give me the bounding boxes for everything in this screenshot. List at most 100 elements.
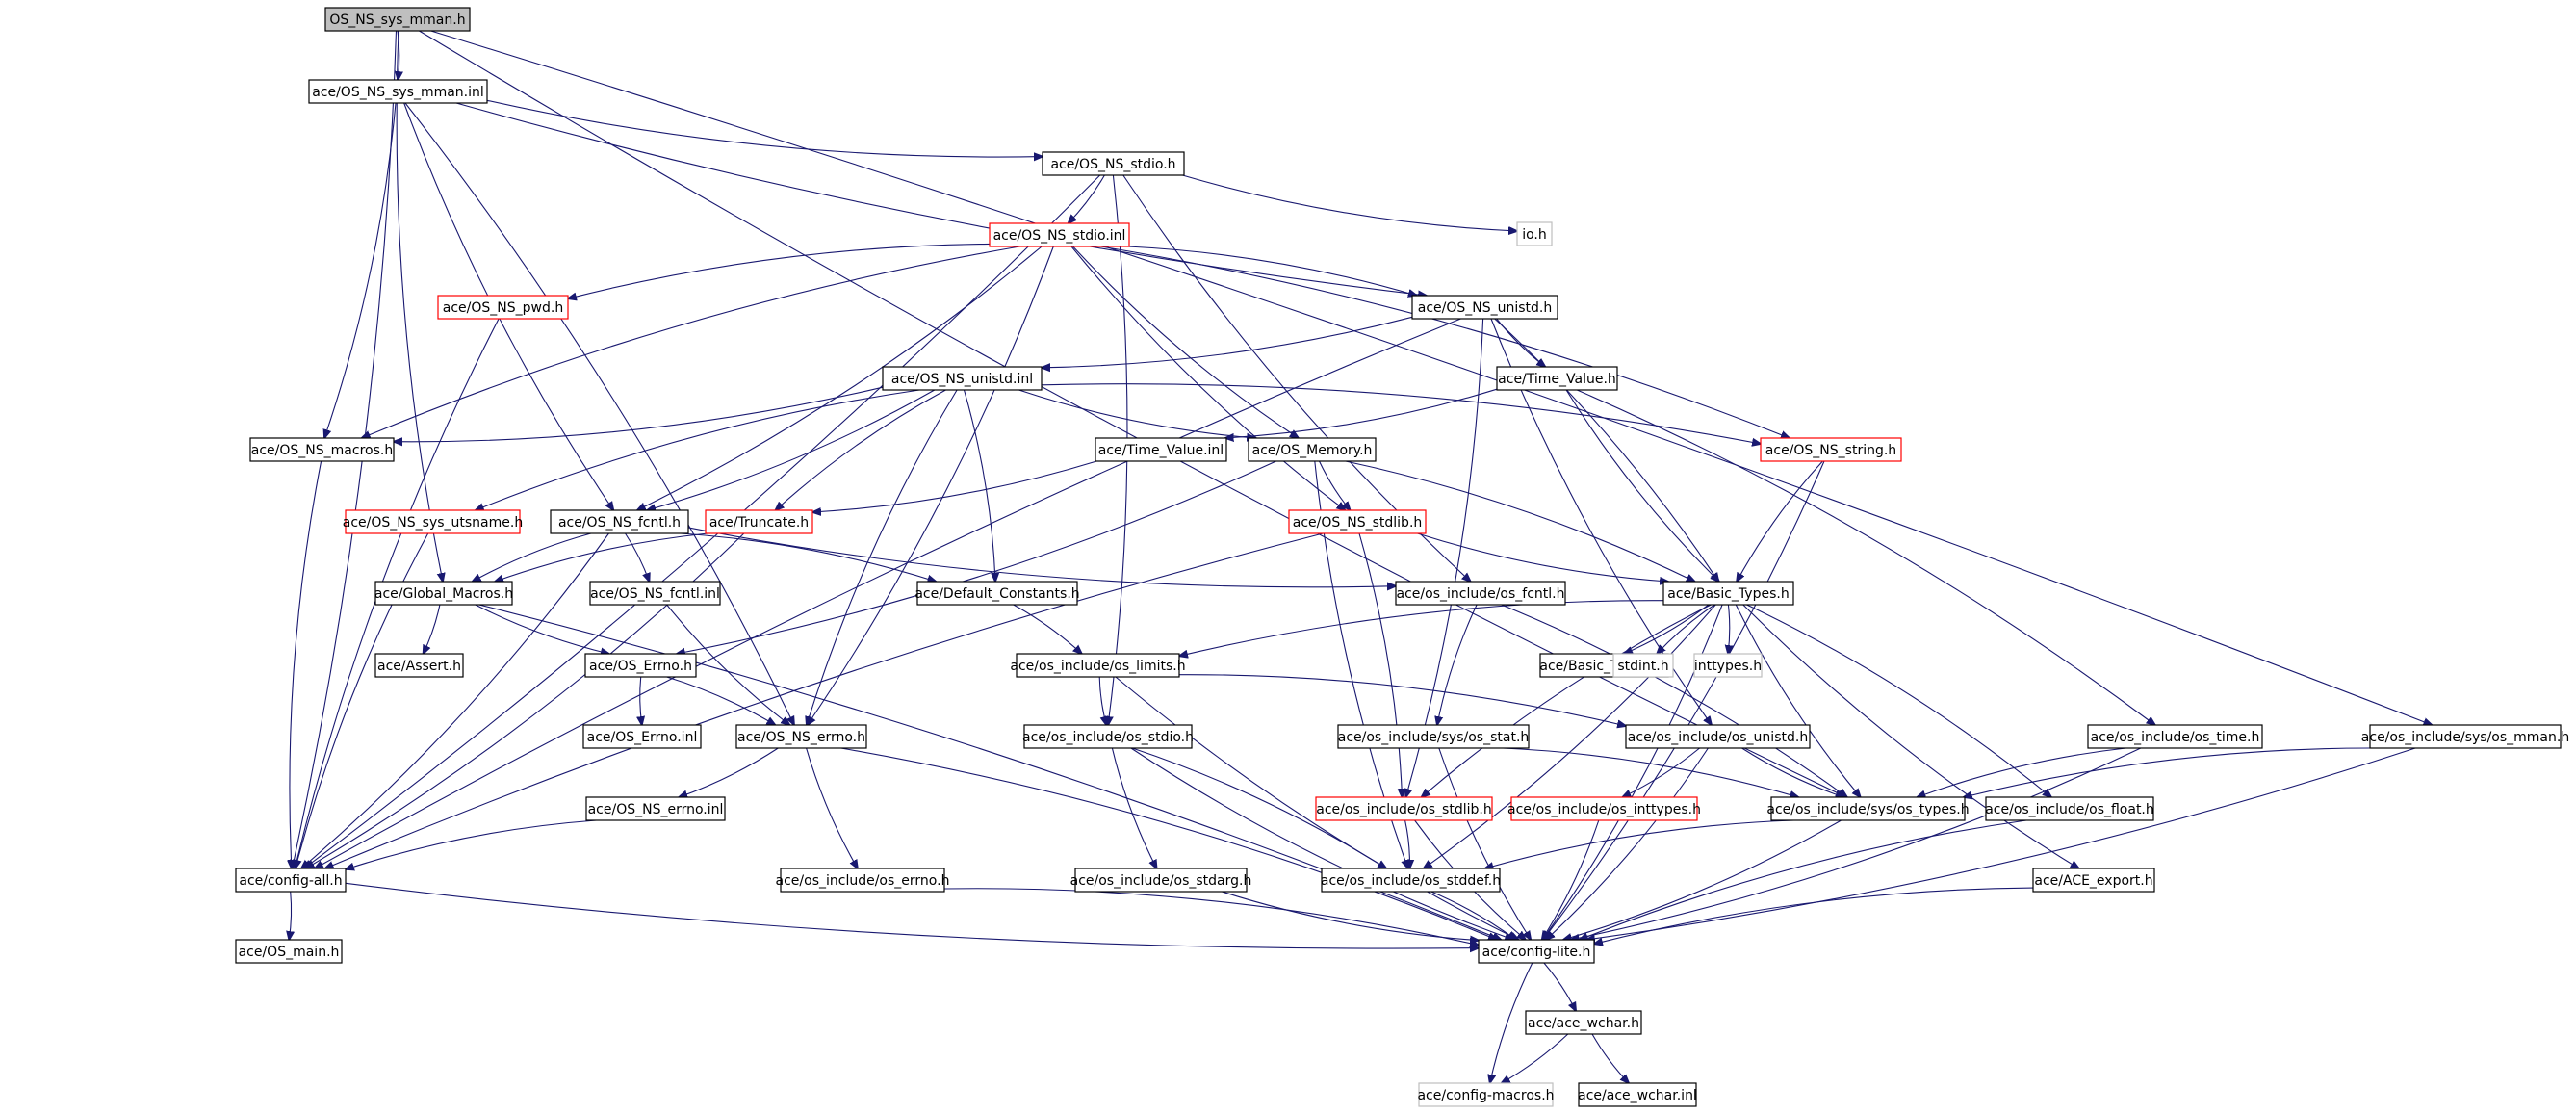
node-box[interactable]: [1662, 581, 1794, 606]
edge-os_stddef_h-to-config_lite_h: [1430, 891, 1516, 940]
node-os-time-h[interactable]: ace/os_include/os_time.h: [2087, 724, 2263, 749]
node-box[interactable]: [1288, 509, 1427, 534]
node-box[interactable]: [916, 581, 1078, 606]
node-stdio-inl[interactable]: ace/OS_NS_stdio.inl: [989, 222, 1130, 247]
node-box[interactable]: [308, 79, 488, 104]
node-os-main-h[interactable]: ace/OS_main.h: [235, 939, 343, 964]
node-assert-h[interactable]: ace/Assert.h: [374, 653, 464, 678]
node-unistd-h[interactable]: ace/OS_NS_unistd.h: [1411, 295, 1558, 320]
node-box[interactable]: [1016, 653, 1180, 678]
node-os-inttypes-h[interactable]: ace/os_include/os_inttypes.h: [1507, 796, 1701, 821]
node-box[interactable]: [374, 653, 464, 678]
node-box[interactable]: [780, 868, 945, 893]
node-os-float-h[interactable]: ace/os_include/os_float.h: [1985, 796, 2154, 821]
node-box[interactable]: [735, 724, 867, 749]
node-default-constants-h[interactable]: ace/Default_Constants.h: [914, 581, 1080, 606]
node-box[interactable]: [1321, 868, 1501, 893]
node-box[interactable]: [989, 222, 1130, 247]
node-box[interactable]: [1023, 724, 1193, 749]
node-config-lite-h[interactable]: ace/config-lite.h: [1478, 939, 1595, 964]
node-os-stdio-h[interactable]: ace/os_include/os_stdio.h: [1022, 724, 1194, 749]
node-truncate-h[interactable]: ace/Truncate.h: [705, 509, 813, 534]
node-global-macros-h[interactable]: ace/Global_Macros.h: [374, 581, 513, 606]
node-box[interactable]: [324, 7, 471, 32]
node-box[interactable]: [882, 366, 1043, 391]
node-box[interactable]: [1074, 868, 1248, 893]
node-stdint-h[interactable]: stdint.h: [1612, 653, 1674, 678]
node-box[interactable]: [1095, 437, 1227, 462]
node-os-stddef-h[interactable]: ace/os_include/os_stddef.h: [1321, 868, 1501, 893]
node-box[interactable]: [1315, 796, 1493, 821]
node-ace-wchar-inl[interactable]: ace/ace_wchar.inl: [1578, 1082, 1697, 1107]
node-config-all-h[interactable]: ace/config-all.h: [235, 868, 347, 893]
node-os-sys-mman-h[interactable]: ace/os_include/sys/os_mman.h: [2361, 724, 2569, 749]
node-box[interactable]: [585, 796, 726, 821]
node-box[interactable]: [1510, 796, 1698, 821]
node-root[interactable]: OS_NS_sys_mman.h: [324, 7, 471, 32]
node-box[interactable]: [1625, 724, 1811, 749]
node-box[interactable]: [1042, 151, 1185, 176]
node-ace-export-h[interactable]: ace/ACE_export.h: [2032, 868, 2155, 893]
node-box[interactable]: [1395, 581, 1566, 606]
node-ace-wchar-h[interactable]: ace/ace_wchar.h: [1525, 1010, 1642, 1035]
node-box[interactable]: [550, 509, 689, 534]
node-box[interactable]: [374, 581, 513, 606]
node-macros-h[interactable]: ace/OS_NS_macros.h: [249, 437, 395, 462]
node-inttypes-h[interactable]: inttypes.h: [1693, 653, 1763, 678]
node-os-stdlib-h[interactable]: ace/os_include/os_stdlib.h: [1315, 796, 1493, 821]
node-os-types-h[interactable]: ace/os_include/sys/os_types.h: [1766, 796, 1970, 821]
node-box[interactable]: [1770, 796, 1966, 821]
node-box[interactable]: [2087, 724, 2263, 749]
node-box[interactable]: [1612, 653, 1674, 678]
node-box[interactable]: [1496, 366, 1618, 391]
node-box[interactable]: [1760, 437, 1902, 462]
node-os-errno-inc-h[interactable]: ace/os_include/os_errno.h: [776, 868, 950, 893]
node-ns-errno-h[interactable]: ace/OS_NS_errno.h: [735, 724, 867, 749]
edge-root-to-os_sys_mman_h: [430, 30, 2433, 725]
node-utsname-h[interactable]: ace/OS_NS_sys_utsname.h: [343, 509, 523, 534]
node-os-unistd-h[interactable]: ace/os_include/os_unistd.h: [1625, 724, 1811, 749]
node-time-value-inl[interactable]: ace/Time_Value.inl: [1095, 437, 1227, 462]
node-box[interactable]: [1985, 796, 2154, 821]
node-pwd-h[interactable]: ace/OS_NS_pwd.h: [437, 295, 569, 320]
node-os-errno-h[interactable]: ace/OS_Errno.h: [584, 653, 697, 678]
node-box[interactable]: [1337, 724, 1530, 749]
node-stdio-h[interactable]: ace/OS_NS_stdio.h: [1042, 151, 1185, 176]
node-box[interactable]: [584, 653, 697, 678]
node-box[interactable]: [1478, 939, 1595, 964]
node-string-h[interactable]: ace/OS_NS_string.h: [1760, 437, 1902, 462]
node-box[interactable]: [235, 868, 347, 893]
node-os-limits-h[interactable]: ace/os_include/os_limits.h: [1010, 653, 1186, 678]
node-stdlib-h[interactable]: ace/OS_NS_stdlib.h: [1288, 509, 1427, 534]
node-sys-mman-inl[interactable]: ace/OS_NS_sys_mman.inl: [308, 79, 488, 104]
node-box[interactable]: [1693, 653, 1763, 678]
node-box[interactable]: [1248, 437, 1377, 462]
node-box[interactable]: [249, 437, 395, 462]
node-ns-errno-inl[interactable]: ace/OS_NS_errno.inl: [585, 796, 726, 821]
node-box[interactable]: [1411, 295, 1558, 320]
node-io-h[interactable]: io.h: [1516, 221, 1553, 246]
node-os-fcntl-h[interactable]: ace/os_include/os_fcntl.h: [1395, 581, 1566, 606]
node-time-value-h[interactable]: ace/Time_Value.h: [1496, 366, 1618, 391]
node-fcntl-inl[interactable]: ace/OS_NS_fcntl.inl: [589, 581, 721, 606]
node-box[interactable]: [1525, 1010, 1642, 1035]
node-box[interactable]: [345, 509, 521, 534]
node-os-errno-inl[interactable]: ace/OS_Errno.inl: [582, 724, 702, 749]
node-os-stat-h[interactable]: ace/os_include/sys/os_stat.h: [1337, 724, 1530, 749]
node-os-stdarg-h[interactable]: ace/os_include/os_stdarg.h: [1070, 868, 1252, 893]
node-unistd-inl[interactable]: ace/OS_NS_unistd.inl: [882, 366, 1043, 391]
node-box[interactable]: [437, 295, 569, 320]
node-config-macros-h[interactable]: ace/config-macros.h: [1417, 1082, 1555, 1107]
node-box[interactable]: [1516, 221, 1553, 246]
node-box[interactable]: [705, 509, 813, 534]
node-basic-types-h[interactable]: ace/Basic_Types.h: [1662, 581, 1794, 606]
node-box[interactable]: [2369, 724, 2562, 749]
node-box[interactable]: [582, 724, 702, 749]
node-box[interactable]: [235, 939, 343, 964]
node-box[interactable]: [1578, 1082, 1697, 1107]
node-box[interactable]: [2032, 868, 2155, 893]
node-box[interactable]: [1418, 1082, 1554, 1107]
node-memory-h[interactable]: ace/OS_Memory.h: [1248, 437, 1377, 462]
node-box[interactable]: [589, 581, 721, 606]
node-fcntl-h[interactable]: ace/OS_NS_fcntl.h: [550, 509, 689, 534]
